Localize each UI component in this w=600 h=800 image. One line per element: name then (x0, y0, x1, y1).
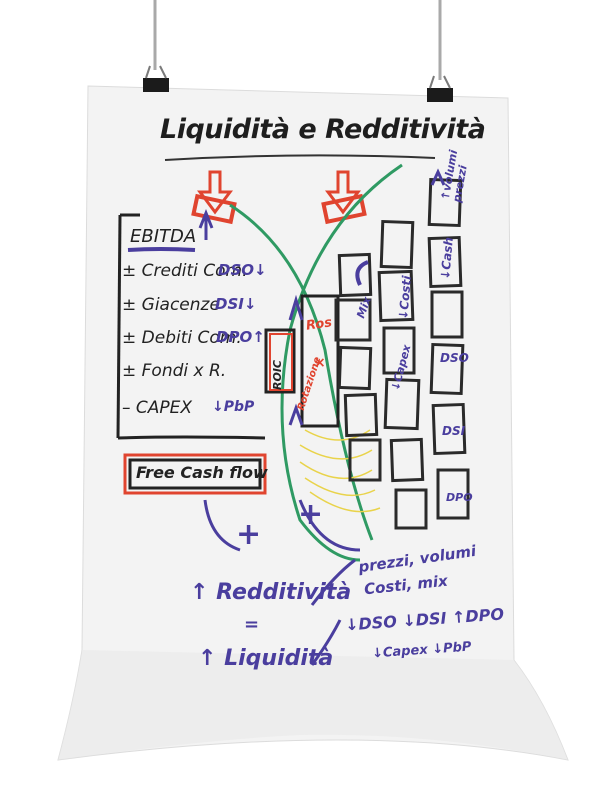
costi-label: ↓Costi (396, 275, 414, 321)
bar-box (348, 438, 382, 482)
red-down-arrow-right (325, 170, 361, 215)
rotation-up-arrow (288, 403, 304, 426)
crediti-note: DSO↓ (218, 261, 267, 279)
bar-box (379, 219, 415, 270)
bar-box (394, 488, 428, 530)
binder-clip-right (427, 75, 453, 102)
equals-sign: = (244, 614, 260, 635)
bar-box (334, 298, 372, 342)
bar-box (427, 177, 463, 228)
bar-box (427, 235, 463, 289)
cycle-arrow (355, 260, 369, 286)
bar-box (337, 252, 373, 298)
giacenze-note: DSI↓ (215, 295, 257, 313)
crediti-label: ± Crediti Com. (122, 261, 248, 281)
giacenze-label: ± Giacenze (122, 295, 220, 315)
swoop-left (203, 499, 241, 552)
roic-box-red (269, 333, 293, 391)
debiti-label: ± Debiti Com. (122, 328, 242, 348)
swoop-right (298, 499, 361, 552)
poster-title: Liquidità e Redditività (160, 114, 486, 145)
dso-bar-label: DSO (440, 351, 469, 365)
green-arc-left (229, 203, 374, 541)
paper-curl-shadow (58, 650, 568, 760)
capex-label: – CAPEX (122, 398, 193, 418)
list-vertical-bar (116, 214, 122, 439)
free-cash-flow-box-red (123, 453, 267, 495)
bar-box (382, 326, 416, 375)
plus-right: + (298, 497, 324, 532)
binder-clip-left (143, 65, 169, 92)
ros-up-arrow (288, 294, 304, 321)
bar-box (429, 342, 465, 396)
red-box-left (191, 193, 237, 225)
ros-rotation-box (300, 294, 340, 428)
bar-box (337, 345, 373, 391)
redditivita-pointer (310, 558, 356, 606)
free-cash-flow-box-black (128, 458, 262, 490)
roic-label: ROIC (271, 360, 284, 390)
bar-box (383, 377, 421, 431)
ebitda-label: EBITDA (130, 226, 197, 247)
bar-boxes (334, 177, 470, 530)
volumi-up-arrow (430, 168, 446, 186)
title-underline (164, 154, 436, 161)
list-total-line (117, 435, 266, 440)
capex-note: ↓PbP (212, 399, 255, 415)
yellow-links (299, 429, 381, 513)
bar-box (343, 392, 379, 438)
dsi-bar-label: DSI (442, 424, 466, 438)
bar-box (436, 468, 470, 520)
ebitda-up-arrow (198, 208, 214, 240)
bar-box (377, 269, 415, 323)
liquidita-label: ↑ Liquidità (198, 646, 334, 671)
bar-box (430, 290, 464, 339)
cash-label: ↓Cash (438, 236, 456, 281)
ros-label: Ros (305, 315, 333, 334)
times-label: × (314, 355, 326, 371)
green-arc-right (280, 163, 403, 562)
roic-box-black (264, 328, 296, 394)
redditivita-label: ↑ Redditività (190, 580, 352, 605)
ebitda-underline (127, 247, 196, 252)
liquidita-pointer (310, 619, 342, 666)
bar-box (389, 437, 425, 483)
plus-left: + (236, 517, 262, 552)
bar-box (431, 402, 467, 456)
free-cash-flow-label: Free Cash flow (136, 463, 268, 482)
dpo-bar-label: DPO (446, 491, 473, 504)
debiti-note: DPO↑ (216, 328, 265, 346)
fondi-label: ± Fondi x R. (122, 361, 227, 381)
